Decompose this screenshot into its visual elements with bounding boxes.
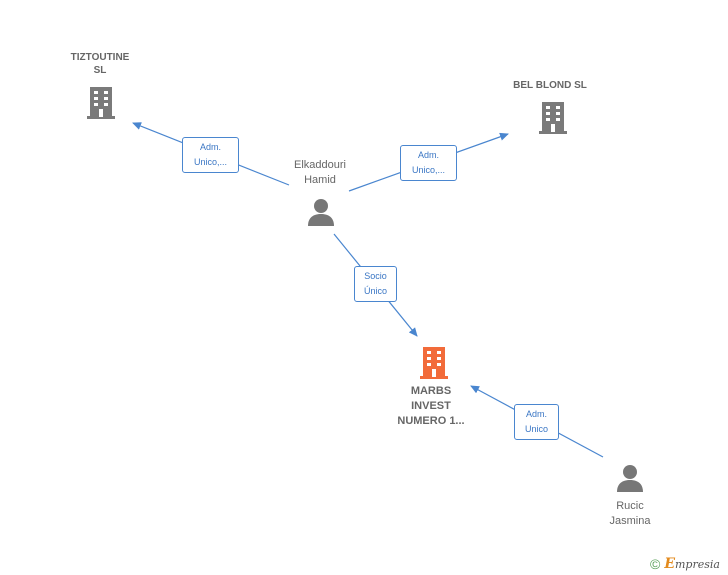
empresia-logo[interactable]: Empresia [664,556,720,572]
brand-rest: mpresia [675,558,720,571]
tiztoutine-building-icon[interactable] [85,85,117,119]
belblond-label[interactable]: BEL BLOND SL [513,80,587,91]
edge-label-e2: Adm. Unico,... [400,145,457,181]
footer-brand: © Empresia [650,556,720,572]
edge-label-e4: Adm. Unico [514,404,559,440]
edge-label-e3: Socio Único [354,266,397,302]
elkaddouri-label[interactable]: Elkaddouri Hamid [294,159,346,186]
rucic-label[interactable]: Rucic Jasmina [609,500,651,527]
marbs-building-icon[interactable] [418,345,450,379]
copyright-symbol: © [650,556,661,572]
elkaddouri-person-icon[interactable] [305,197,337,227]
rucic-person-icon[interactable] [614,463,646,493]
marbs-label[interactable]: MARBS INVEST NUMERO 1... [397,385,465,427]
edge-label-e1: Adm. Unico,... [182,137,239,173]
brand-initial: E [664,556,675,572]
belblond-building-icon[interactable] [537,100,569,134]
tiztoutine-label[interactable]: TIZTOUTINE SL [70,52,130,76]
